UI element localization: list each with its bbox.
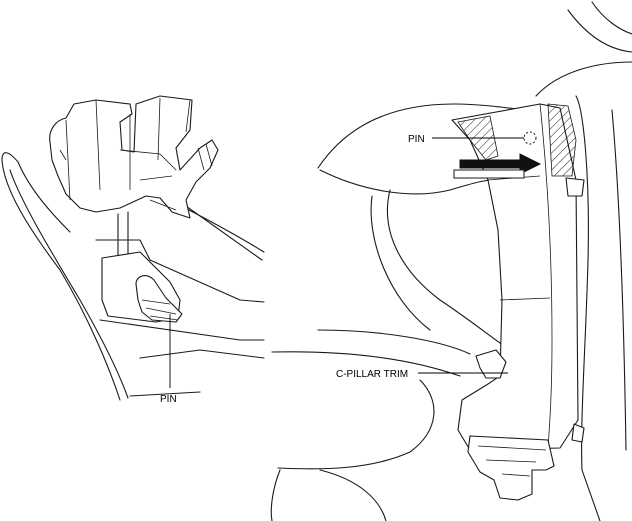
removal-arrow-shadow (453, 169, 525, 179)
c-pillar-side-tab (565, 177, 585, 197)
seat-back-inner-line (9, 169, 129, 399)
right-edge-panel (611, 109, 627, 451)
pin-position-indicator (523, 131, 537, 145)
body-panel-line-lower (99, 319, 265, 341)
roof-curve (317, 103, 541, 169)
upper-bracket-fold (119, 149, 177, 211)
left-view (1, 95, 265, 401)
upper-right-body-1 (535, 61, 632, 97)
c-pillar-trim-ridge (539, 103, 553, 449)
lower-left-curve (270, 469, 281, 521)
seat-cushion-curve (277, 379, 435, 470)
body-panel-line-shelf (95, 239, 265, 303)
upper-bracket-detail (59, 97, 213, 201)
c-pillar-hatch-right (547, 103, 577, 177)
seat-curve-lower (271, 351, 461, 377)
bottom-clip-detail (477, 445, 547, 477)
quarter-glass-curve (370, 195, 431, 331)
right-side-panel (575, 95, 601, 521)
c-pillar-side-tab-lower (571, 423, 585, 443)
pin-body (135, 275, 183, 323)
trim-step-lower (475, 349, 507, 379)
window-opening-curve (319, 169, 501, 195)
pin-left-label: PIN (160, 394, 177, 405)
c-pillar-trim-label: C-PILLAR TRIM (336, 369, 408, 380)
lower-floor-curve (319, 469, 387, 521)
upper-bracket (49, 95, 219, 219)
right-view (270, 1, 632, 521)
pin-lines (141, 299, 179, 321)
upper-right-body-3 (591, 1, 632, 35)
removal-direction-arrow (459, 153, 542, 175)
upper-right-body-2 (567, 9, 632, 53)
body-panel-line-bottom (129, 349, 265, 397)
mounting-post (117, 211, 129, 263)
headliner-curve (386, 189, 511, 351)
bottom-clip (467, 435, 555, 501)
seat-curve-upper (317, 329, 471, 355)
pin-right-label: PIN (408, 134, 425, 145)
seat-back-outline (1, 152, 121, 401)
